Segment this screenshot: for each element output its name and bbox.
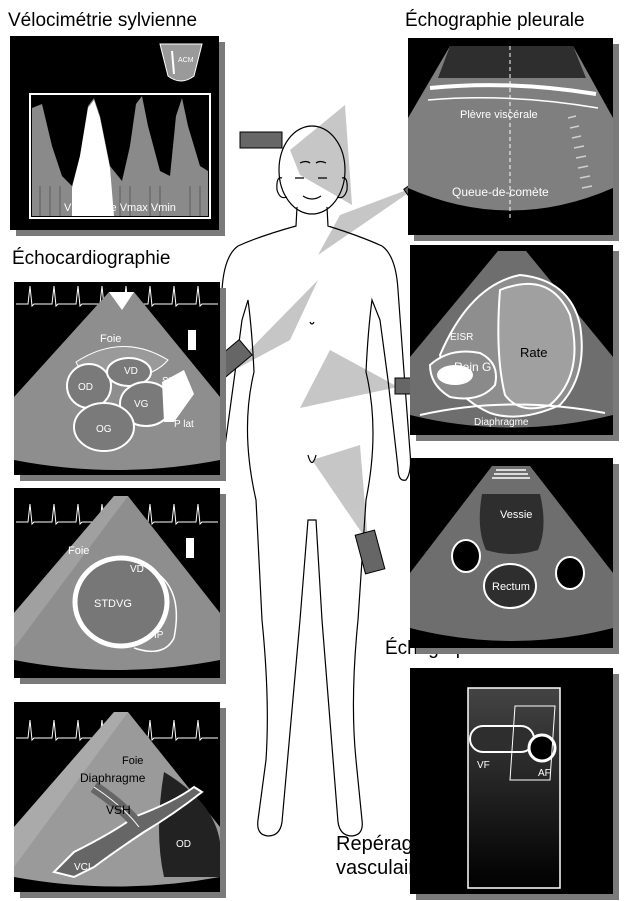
beam-spleen — [300, 350, 398, 408]
panel-echocardio-3: Foie Diaphragme VSH OD VCI — [14, 702, 220, 892]
label-foie: Foie — [100, 333, 121, 345]
cardio2-marker — [186, 538, 194, 558]
label-rein-g: Rein G — [454, 360, 491, 374]
probe-head — [240, 132, 282, 148]
heading-echocardiographie: Échocardiographie — [12, 248, 170, 270]
label-rate: Rate — [520, 345, 547, 360]
label-eisr: EISR — [450, 332, 473, 343]
organ-vessie — [480, 494, 544, 554]
panel-pelvic: Vessie Rectum — [410, 458, 613, 648]
label-vsh: VSH — [106, 803, 131, 817]
structure-left — [452, 540, 480, 572]
chamber-od-3 — [159, 772, 220, 877]
heading-velocimetrie: Vélocimétrie sylvienne — [8, 10, 197, 32]
panel-echocardio-2: Foie VD STDVG IP — [14, 488, 220, 678]
beam-pelvic — [312, 445, 368, 542]
cardio1-marker — [188, 330, 196, 350]
panel-spleen-kidney: EISR Rate Rein G Diaphragme — [410, 245, 613, 435]
label-diaphragme-rate: Diaphragme — [474, 417, 529, 428]
label-plevre-viscerale: Plèvre viscérale — [460, 109, 538, 121]
acm-label: ACM — [178, 57, 194, 64]
panel-reperage-vasculaire: VF AF — [410, 668, 613, 894]
panel-velocimetrie: ACM Vmoyenne Vmax Vmin — [10, 36, 219, 230]
doppler-caption: Vmoyenne Vmax Vmin — [64, 202, 176, 214]
panel-echocardio-1: Foie VD OD SIV VG OG P lat — [14, 282, 220, 475]
pleural-wall — [438, 46, 586, 78]
label-vessie: Vessie — [500, 509, 532, 521]
structure-right — [556, 557, 584, 589]
body-outline — [210, 126, 411, 836]
beam-pleural — [318, 185, 420, 255]
beam-head — [290, 105, 352, 205]
label-foie-3: Foie — [122, 755, 143, 767]
label-vci: VCI — [74, 862, 91, 873]
heading-reperage-line1: Repérage — [336, 832, 420, 856]
heading-echographie-pleurale: Échographie pleurale — [405, 10, 585, 32]
label-siv: SIV — [162, 376, 178, 387]
probe-pelvic — [355, 530, 385, 574]
label-od-3: OD — [176, 839, 191, 850]
vessel-vf — [470, 726, 534, 752]
label-af: AF — [538, 768, 551, 779]
label-p-lat: P lat — [174, 419, 194, 430]
beam-cardiac — [225, 280, 318, 375]
label-rectum: Rectum — [492, 581, 530, 593]
heading-reperage-line2: vasculaire — [336, 856, 420, 880]
label-og: OG — [96, 424, 112, 435]
label-vd: VD — [124, 366, 138, 377]
panel-echographie-pleurale: Plèvre viscérale Queue-de-comète — [408, 38, 613, 235]
label-vf: VF — [477, 760, 490, 771]
heading-reperage-vasculaire: Repérage vasculaire — [336, 832, 420, 880]
label-diaphragme-3: Diaphragme — [80, 771, 146, 785]
label-stdvg: STDVG — [94, 598, 132, 610]
label-vg: VG — [134, 399, 149, 410]
label-od: OD — [78, 382, 93, 393]
label-foie-2: Foie — [68, 545, 89, 557]
label-queue-de-comete: Queue-de-comète — [452, 185, 549, 199]
label-vd-2: VD — [130, 564, 144, 575]
label-ip: IP — [154, 630, 164, 641]
